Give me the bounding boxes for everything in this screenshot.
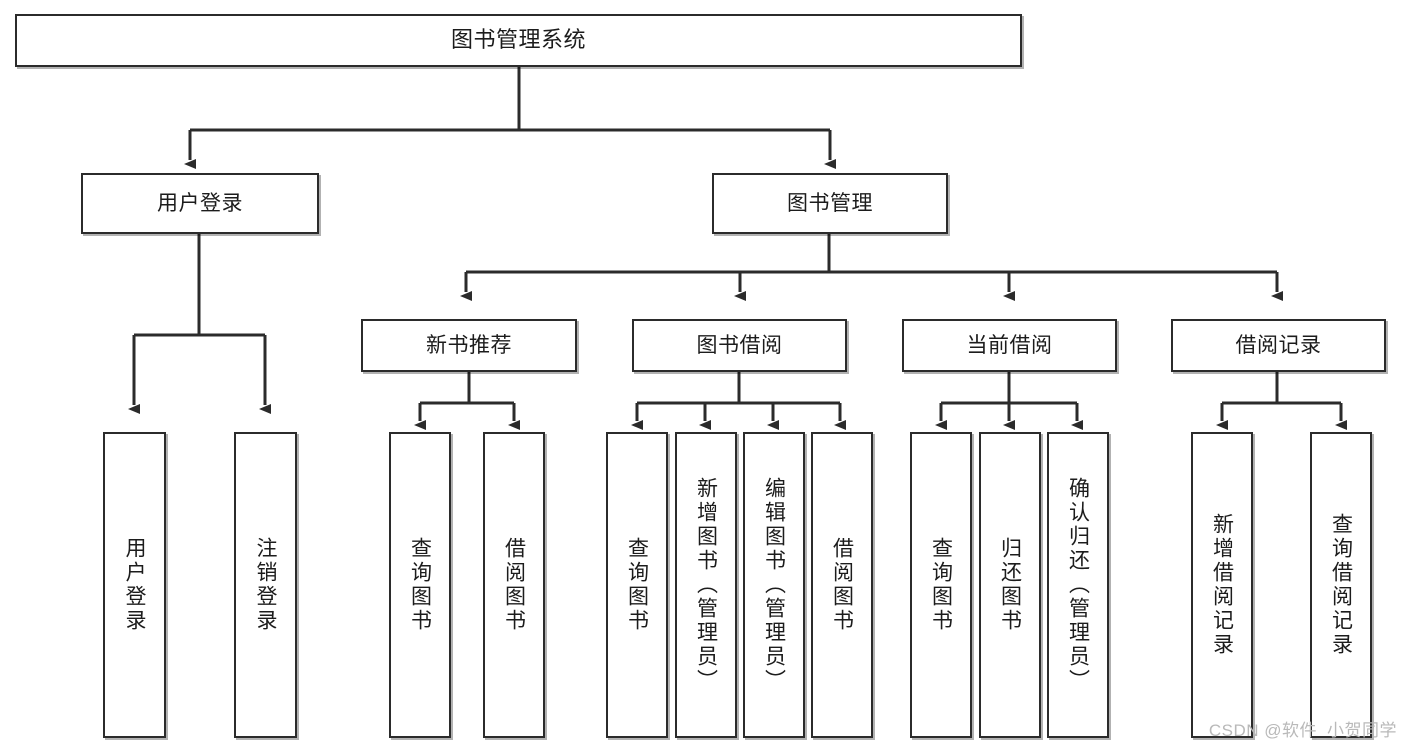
- node-label: 归还图书: [998, 537, 1022, 633]
- leaf-query-book-3[interactable]: 查询图书: [910, 432, 972, 738]
- leaf-confirm-return[interactable]: 确认归还（管理员）: [1047, 432, 1109, 738]
- node-label: 借阅图书: [502, 537, 526, 633]
- node-label: 查询图书: [625, 537, 649, 633]
- node-user-login[interactable]: 用户登录: [81, 173, 319, 234]
- leaf-add-record[interactable]: 新增借阅记录: [1191, 432, 1253, 738]
- leaf-query-book-2[interactable]: 查询图书: [606, 432, 668, 738]
- leaf-edit-book[interactable]: 编辑图书（管理员）: [743, 432, 805, 738]
- leaf-add-book[interactable]: 新增图书（管理员）: [675, 432, 737, 738]
- node-label: 查询借阅记录: [1329, 513, 1353, 657]
- node-label: 借阅记录: [1235, 333, 1322, 357]
- node-label: 图书借阅: [696, 333, 783, 357]
- leaf-query-record[interactable]: 查询借阅记录: [1310, 432, 1372, 738]
- node-current-borrow[interactable]: 当前借阅: [902, 319, 1117, 372]
- leaf-logout[interactable]: 注销登录: [234, 432, 297, 738]
- node-borrow-record[interactable]: 借阅记录: [1171, 319, 1386, 372]
- leaf-return-book[interactable]: 归还图书: [979, 432, 1041, 738]
- node-label: 借阅图书: [830, 537, 854, 633]
- node-label: 查询图书: [408, 537, 432, 633]
- node-new-book-recommend[interactable]: 新书推荐: [361, 319, 577, 372]
- node-book-management[interactable]: 图书管理: [712, 173, 948, 234]
- node-label: 用户登录: [123, 537, 146, 633]
- node-label: 图书管理系统: [450, 27, 586, 53]
- leaf-borrow-book-1[interactable]: 借阅图书: [483, 432, 545, 738]
- node-label: 确认归还（管理员）: [1066, 477, 1090, 693]
- node-label: 图书管理: [787, 191, 873, 215]
- node-label: 注销登录: [254, 537, 277, 633]
- node-label: 新增借阅记录: [1210, 513, 1234, 657]
- node-label: 新书推荐: [426, 333, 512, 357]
- node-label: 编辑图书（管理员）: [762, 477, 786, 693]
- csdn-watermark: CSDN @软件_小贺同学: [1208, 721, 1397, 740]
- node-label: 用户登录: [157, 191, 243, 215]
- leaf-user-login[interactable]: 用户登录: [103, 432, 166, 738]
- node-label: 查询图书: [929, 537, 953, 633]
- node-book-borrow[interactable]: 图书借阅: [632, 319, 847, 372]
- node-label: 新增图书（管理员）: [694, 477, 718, 693]
- node-root-book-management-system[interactable]: 图书管理系统: [15, 14, 1022, 67]
- leaf-borrow-book-2[interactable]: 借阅图书: [811, 432, 873, 738]
- node-label: 当前借阅: [966, 333, 1053, 357]
- leaf-query-book-1[interactable]: 查询图书: [389, 432, 451, 738]
